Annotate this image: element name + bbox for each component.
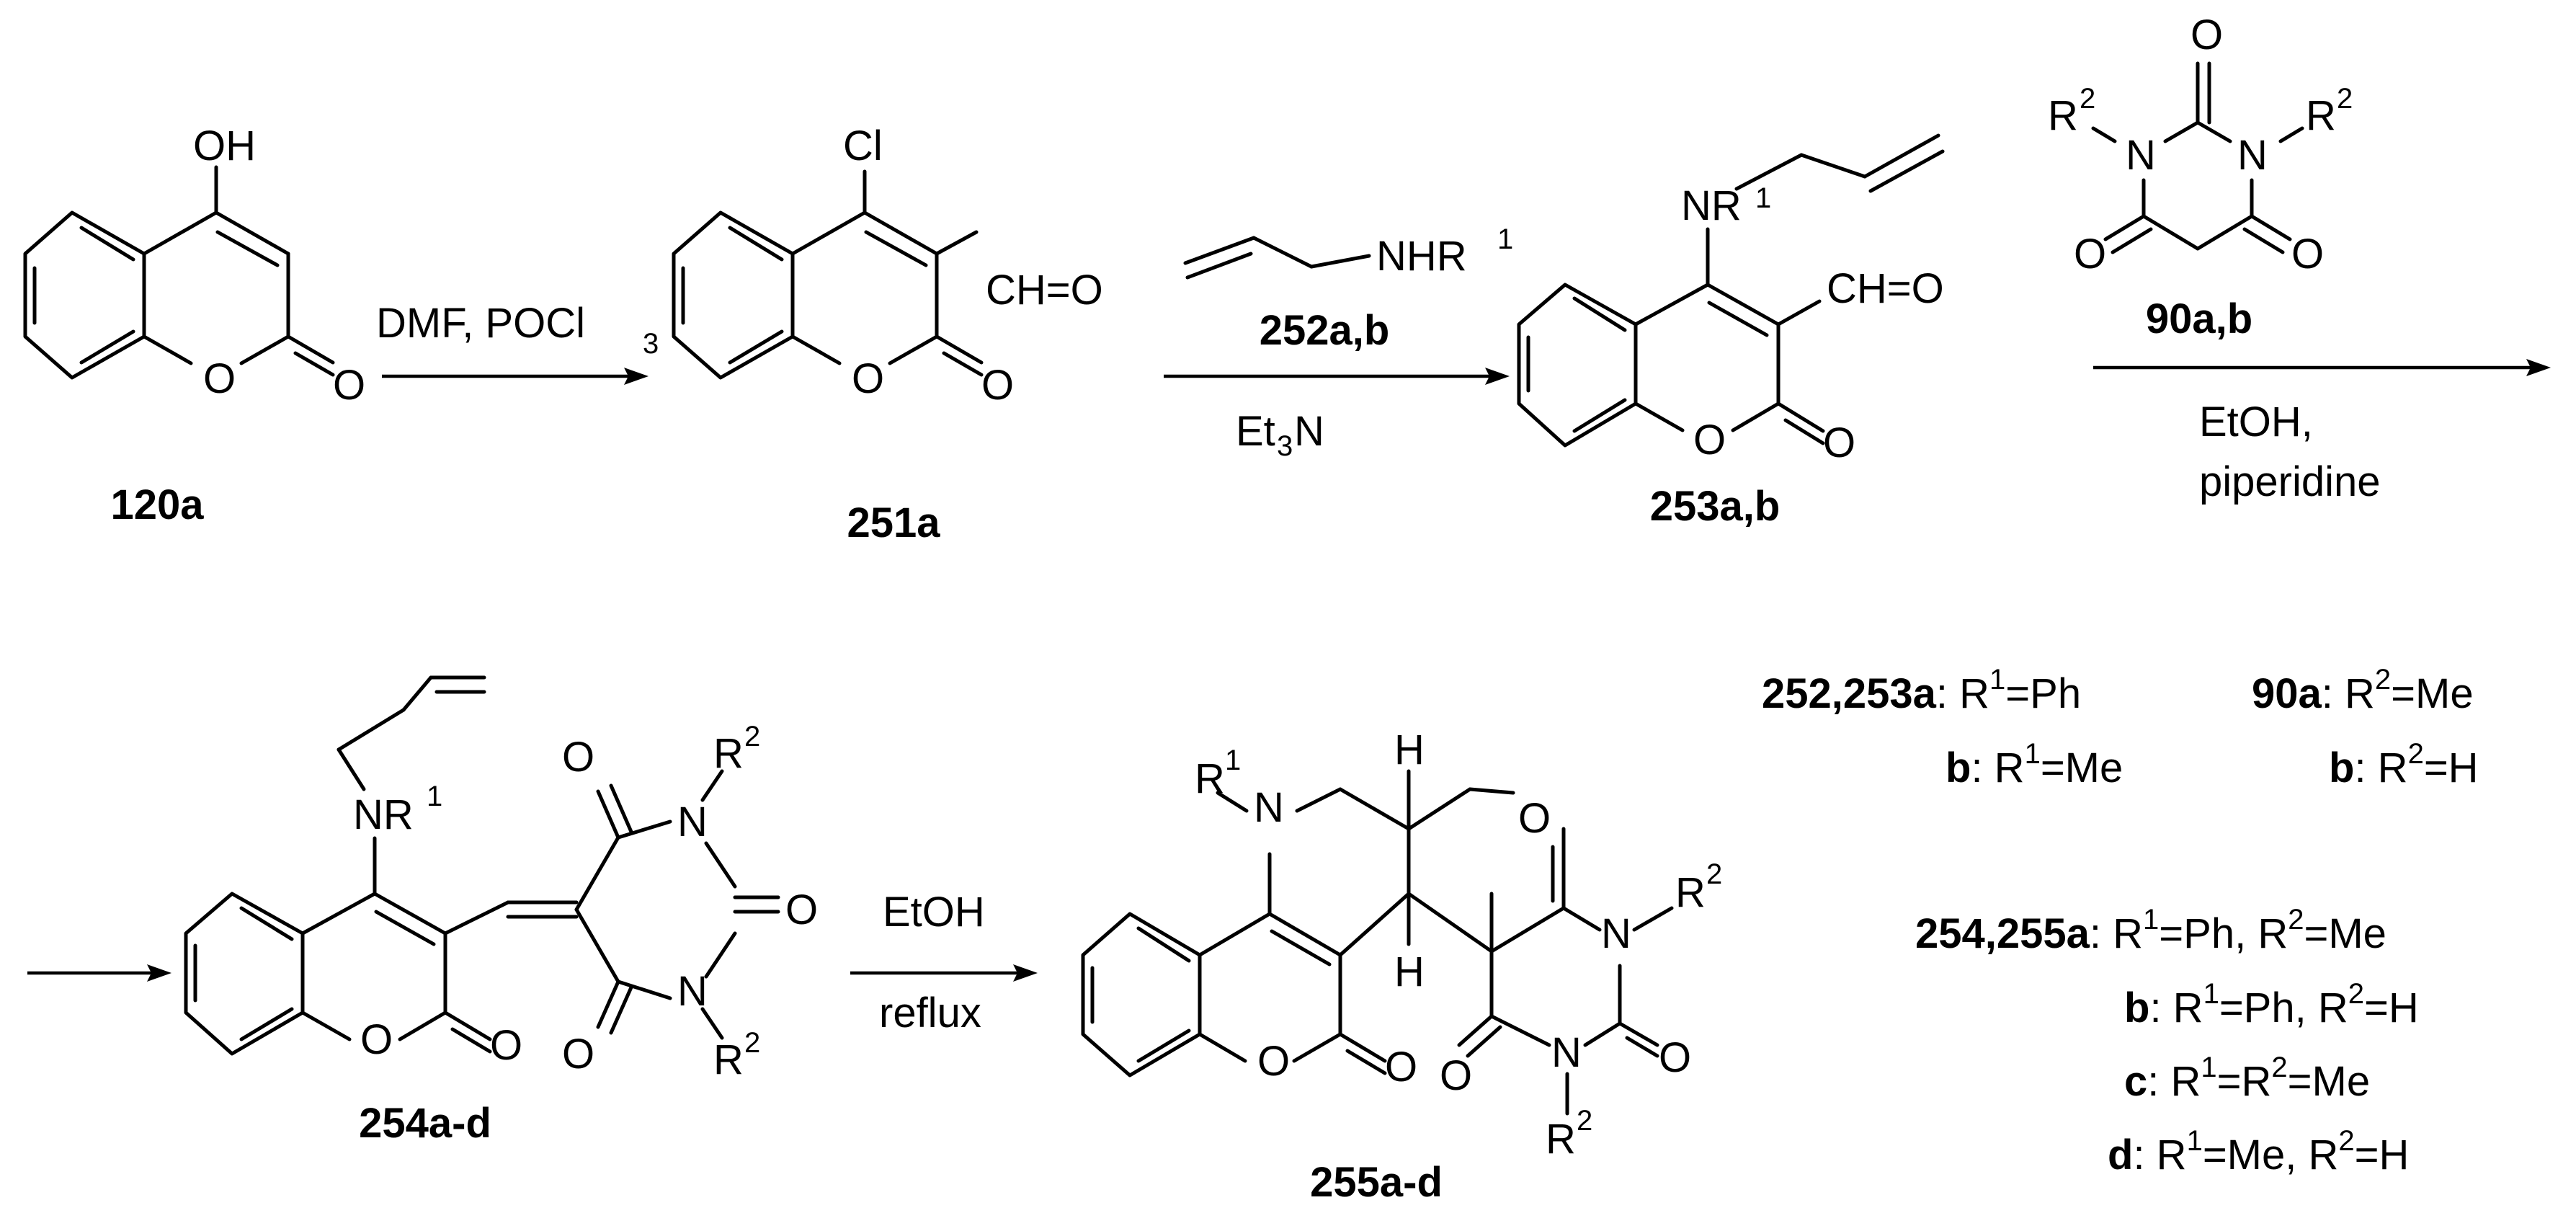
condition-step-2-subscript: 3 (1277, 430, 1293, 462)
atom-o-right-254: O (785, 887, 818, 933)
atom-n-bottom-255: N (1551, 1029, 1582, 1076)
svg-text:c: R1=R2=Me: c: R1=R2=Me (2124, 1052, 2370, 1105)
atom-n-right-255: N (1601, 910, 1631, 957)
atom-o-ring-120a: O (203, 355, 236, 402)
structure-90 (2091, 61, 2304, 254)
structure-251a (672, 169, 984, 380)
svg-text:d: R1=Me, R2=H: d: R1=Me, R2=H (2108, 1125, 2409, 1178)
atom-r2-left-90: R (2048, 92, 2078, 139)
atom-o-carbonyl-254: O (490, 1022, 522, 1069)
legend-row-254-255b: b: R1=Ph, R2=H (2124, 978, 2419, 1031)
atom-r2-right-90-sup: 2 (2337, 83, 2353, 115)
atom-r1-255: R (1195, 755, 1225, 802)
atom-h-bottom-255: H (1394, 948, 1425, 995)
condition-step-3-line-1: EtOH, (2199, 399, 2313, 445)
condition-step-1: DMF, POCl (376, 300, 585, 347)
atom-o-top-254: O (562, 734, 594, 781)
atom-o-ring-251a: O (852, 355, 884, 402)
arrowhead-step-1 (624, 368, 649, 385)
atom-o-right-90: O (2291, 231, 2324, 277)
atom-r2-bottom-255-sup: 2 (1577, 1105, 1592, 1137)
condition-step-4-line-1: EtOH (883, 889, 985, 936)
atom-o-carbonyl-120a: O (333, 362, 365, 409)
atom-nr1-254-sup: 1 (427, 781, 442, 812)
atom-o-top-90: O (2191, 12, 2223, 58)
label-120a: 120a (110, 481, 204, 528)
svg-text:b: R2=H: b: R2=H (2329, 738, 2479, 791)
atom-r2-bottom-254: R (713, 1036, 744, 1083)
structure-252 (1183, 236, 1371, 280)
atom-o-left-255: O (1440, 1052, 1472, 1099)
label-90: 90a,b (2146, 296, 2252, 342)
legend-row-254-255d: d: R1=Me, R2=H (2108, 1125, 2409, 1178)
atom-r2-right-255-sup: 2 (1706, 858, 1722, 890)
svg-text:b: R1=Me: b: R1=Me (1946, 738, 2123, 791)
legend-row-254-255a: 254,255a: R1=Ph, R2=Me (1915, 904, 2386, 957)
legend-row-90a: 90a: R2=Me (2252, 664, 2474, 717)
structure-255 (1081, 769, 1674, 1116)
atom-cl-251a: Cl (843, 123, 883, 169)
atom-nhr1-252-sup: 1 (1497, 223, 1513, 255)
atom-h-top-255: H (1394, 727, 1425, 773)
atom-n-top-254: N (677, 799, 708, 845)
atom-o-carbonyl-251a: O (981, 362, 1014, 409)
condition-step-1-subscript: 3 (643, 328, 659, 360)
condition-step-2: Et (1236, 408, 1275, 455)
arrowhead-step-2 (1485, 368, 1510, 385)
atom-r2-right-255: R (1675, 869, 1706, 916)
atom-o-carbonyl-255: O (1385, 1044, 1417, 1090)
atom-r2-bottom-255: R (1546, 1116, 1576, 1163)
svg-text:b: R1=Ph, R2=H: b: R1=Ph, R2=H (2124, 978, 2419, 1031)
atom-o-pyran-255: O (1518, 795, 1551, 842)
atom-nr1-253: NR (1681, 182, 1742, 229)
atom-o-ring-254: O (360, 1016, 393, 1063)
atom-nr1-253-sup: 1 (1755, 182, 1771, 214)
label-254: 254a-d (359, 1100, 491, 1147)
atom-o-ring-255: O (1257, 1038, 1290, 1085)
atom-n-bottom-254: N (677, 968, 708, 1015)
atom-r2-right-90: R (2306, 92, 2336, 139)
atom-r1-255-sup: 1 (1225, 745, 1241, 776)
svg-text:252,253a: R1=Ph: 252,253a: R1=Ph (1762, 664, 2081, 717)
atom-cho-251a: CH=O (986, 267, 1103, 314)
atom-r2-top-254-sup: 2 (744, 721, 760, 752)
legend-row-252-253b: b: R1=Me (1946, 738, 2123, 791)
structure-254 (184, 675, 780, 1056)
atom-n-right-90: N (2237, 132, 2268, 179)
atom-o-bottom-254: O (562, 1031, 594, 1078)
arrowhead-continuation (147, 964, 171, 982)
structure-120a (23, 165, 335, 380)
atom-o-carbonyl-253: O (1823, 419, 1855, 466)
atom-r2-top-254: R (713, 730, 744, 777)
label-253: 253a,b (1650, 483, 1781, 530)
structure-253 (1517, 133, 1945, 448)
atom-o-left-90: O (2074, 231, 2106, 277)
label-255: 255a-d (1310, 1159, 1443, 1206)
legend-row-254-255c: c: R1=R2=Me (2124, 1052, 2370, 1105)
legend-row-90b: b: R2=H (2329, 738, 2479, 791)
arrowhead-step-4 (1013, 964, 1038, 982)
condition-step-2-n: N (1294, 408, 1324, 455)
legend-row-252-253a: 252,253a: R1=Ph (1762, 664, 2081, 717)
atom-cho-253: CH=O (1827, 265, 1944, 312)
svg-text:254,255a: R1=Ph, R2=Me: 254,255a: R1=Ph, R2=Me (1915, 904, 2386, 957)
atom-nr1-254: NR (353, 791, 414, 838)
atom-r2-bottom-254-sup: 2 (744, 1027, 760, 1059)
condition-step-3-line-2: piperidine (2199, 458, 2381, 505)
label-252: 252a,b (1260, 307, 1390, 354)
arrowhead-step-3 (2526, 359, 2551, 376)
atom-o-right-255: O (1659, 1034, 1691, 1081)
condition-step-4-line-2: reflux (879, 990, 981, 1036)
atom-oh-120a: OH (193, 123, 256, 169)
svg-text:90a: R2=Me: 90a: R2=Me (2252, 664, 2474, 717)
atom-n-left-90: N (2126, 132, 2156, 179)
atom-nhr1-252: NHR (1376, 233, 1467, 280)
label-251a: 251a (847, 499, 940, 546)
legend: 252,253a: R1=Ph b: R1=Me 90a: R2=Me b: R… (1762, 664, 2479, 1178)
atom-r2-left-90-sup: 2 (2080, 83, 2095, 115)
atom-n-ring-255: N (1254, 784, 1284, 831)
atom-o-ring-253: O (1693, 417, 1726, 463)
